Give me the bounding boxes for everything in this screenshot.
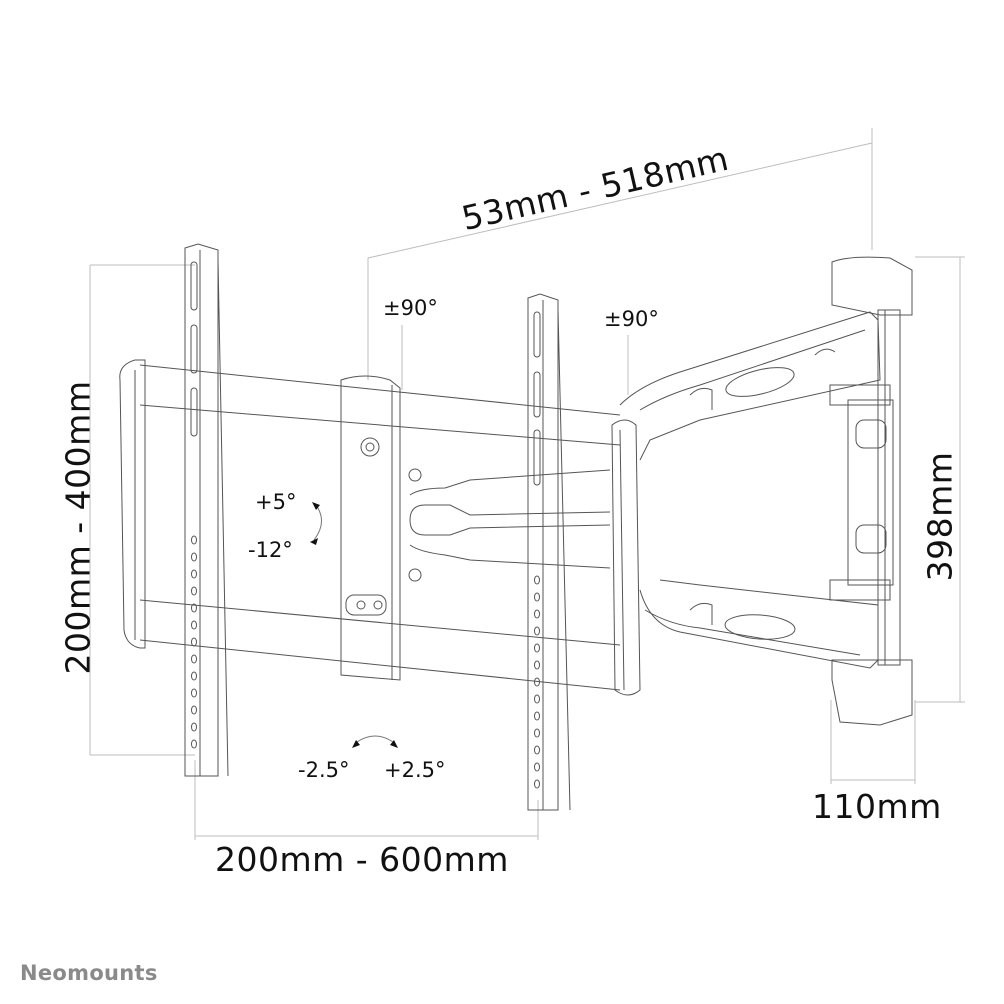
wall-plate-width-label: 110mm xyxy=(812,787,942,826)
arrow-heads xyxy=(310,502,398,748)
angle-arcs xyxy=(313,504,394,743)
swivel-left-angle-label: ±90° xyxy=(383,296,438,320)
swivel-right-angle-label: ±90° xyxy=(604,307,659,331)
vesa-height-label: 200mm - 400mm xyxy=(58,380,98,675)
tilt-up-angle-label: +5° xyxy=(255,490,297,514)
mount-structure xyxy=(119,243,913,811)
vesa-width-label: 200mm - 600mm xyxy=(215,840,509,879)
brand-logo: Neomounts xyxy=(20,961,158,985)
rotate-right-angle-label: +2.5° xyxy=(384,758,446,782)
tilt-down-angle-label: -12° xyxy=(248,538,293,562)
dimension-lines xyxy=(89,128,965,840)
rotate-left-angle-label: -2.5° xyxy=(298,758,350,782)
wall-plate-height-label: 398mm xyxy=(920,451,960,582)
